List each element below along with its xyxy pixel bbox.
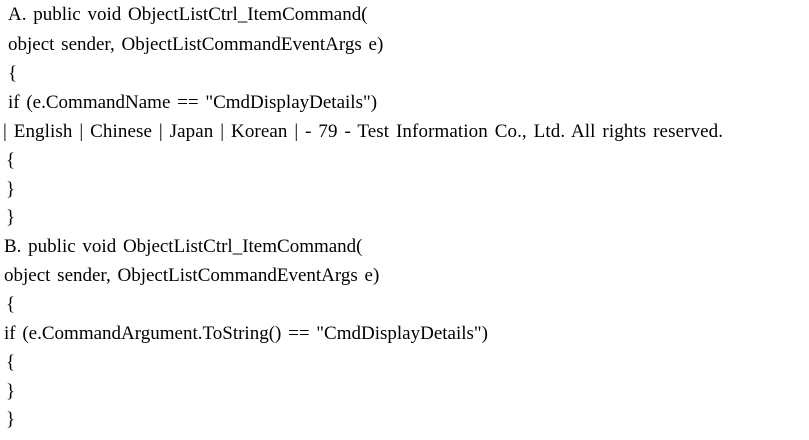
option-b-parameters-line: object sender, ObjectListCommandEventArg… bbox=[4, 265, 380, 286]
option-a-if-statement: if (e.CommandName == "CmdDisplayDetails"… bbox=[8, 92, 378, 113]
option-a-inner-close-brace: } bbox=[6, 179, 16, 200]
option-b-inner-open-brace: { bbox=[6, 352, 16, 373]
option-a-parameters-line: object sender, ObjectListCommandEventArg… bbox=[8, 34, 384, 55]
option-b-inner-close-brace: } bbox=[6, 381, 16, 402]
option-b-signature-line: B. public void ObjectListCtrl_ItemComman… bbox=[4, 236, 363, 257]
option-b-open-brace: { bbox=[6, 294, 16, 315]
option-a-inner-open-brace: { bbox=[6, 150, 16, 171]
option-a-open-brace: { bbox=[8, 63, 18, 84]
page-footer-line: | English | Chinese | Japan | Korean | -… bbox=[3, 121, 724, 142]
option-a-signature-line: A. public void ObjectListCtrl_ItemComman… bbox=[8, 4, 368, 25]
option-b-close-brace: } bbox=[6, 409, 16, 430]
option-b-if-statement: if (e.CommandArgument.ToString() == "Cmd… bbox=[4, 323, 489, 344]
option-a-close-brace: } bbox=[6, 207, 16, 228]
